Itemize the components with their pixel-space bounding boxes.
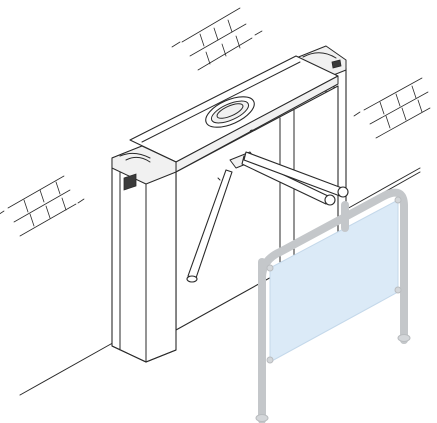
card-slot	[123, 173, 137, 191]
brick-wall-right	[353, 77, 431, 139]
turnstile-front-pillar	[111, 145, 177, 363]
tripod-arms	[186, 151, 349, 283]
guard-railing	[255, 188, 411, 423]
brick-wall-left	[0, 175, 85, 237]
brick-wall-top	[171, 7, 263, 71]
card-reader-oval	[205, 96, 255, 128]
